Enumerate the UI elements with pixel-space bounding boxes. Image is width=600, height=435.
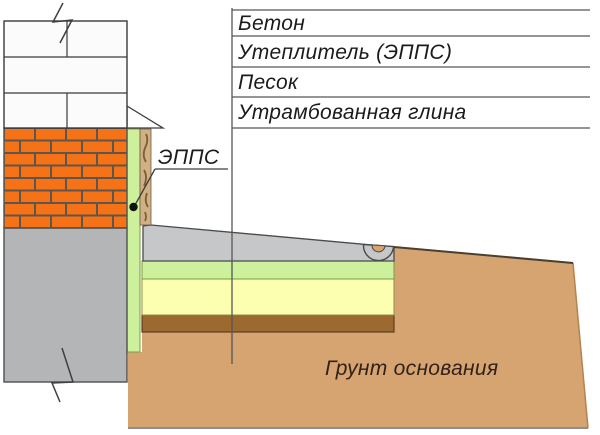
- ground-surface-line: [393, 246, 574, 264]
- break-mark-top: [51, 2, 74, 44]
- legend-item-sand: Песок: [238, 71, 299, 94]
- epps-callout-label: ЭППС: [158, 146, 220, 169]
- base-soil-label: Грунт основания: [325, 357, 499, 380]
- drain-channel-outer: [362, 243, 395, 262]
- wall-insulation-strip: [126, 128, 141, 353]
- block-wall: [3, 20, 128, 129]
- foundation-wall: [3, 227, 128, 383]
- legend-item-concrete: Бетон: [238, 12, 306, 35]
- compacted-clay-layer: [141, 314, 395, 333]
- brick-wall: [3, 127, 128, 229]
- insulation-layer: [141, 260, 395, 280]
- soil-right-edge: [572, 262, 589, 429]
- epps-callout-dot: [129, 202, 138, 212]
- legend-item-insulation: Утеплитель (ЭППС): [238, 41, 453, 64]
- drain-channel-notch: [371, 244, 386, 253]
- legend-item-clay: Утрамбованная глина: [238, 101, 467, 124]
- break-mark-bottom: [50, 347, 75, 403]
- concrete-blind-area: [142, 224, 395, 262]
- flashing-drip-edge: [126, 104, 166, 129]
- sand-layer: [141, 278, 395, 316]
- soil-mass: [128, 247, 588, 428]
- wood-grain-marks: [142, 133, 149, 222]
- epps-callout-leader: [134, 168, 156, 206]
